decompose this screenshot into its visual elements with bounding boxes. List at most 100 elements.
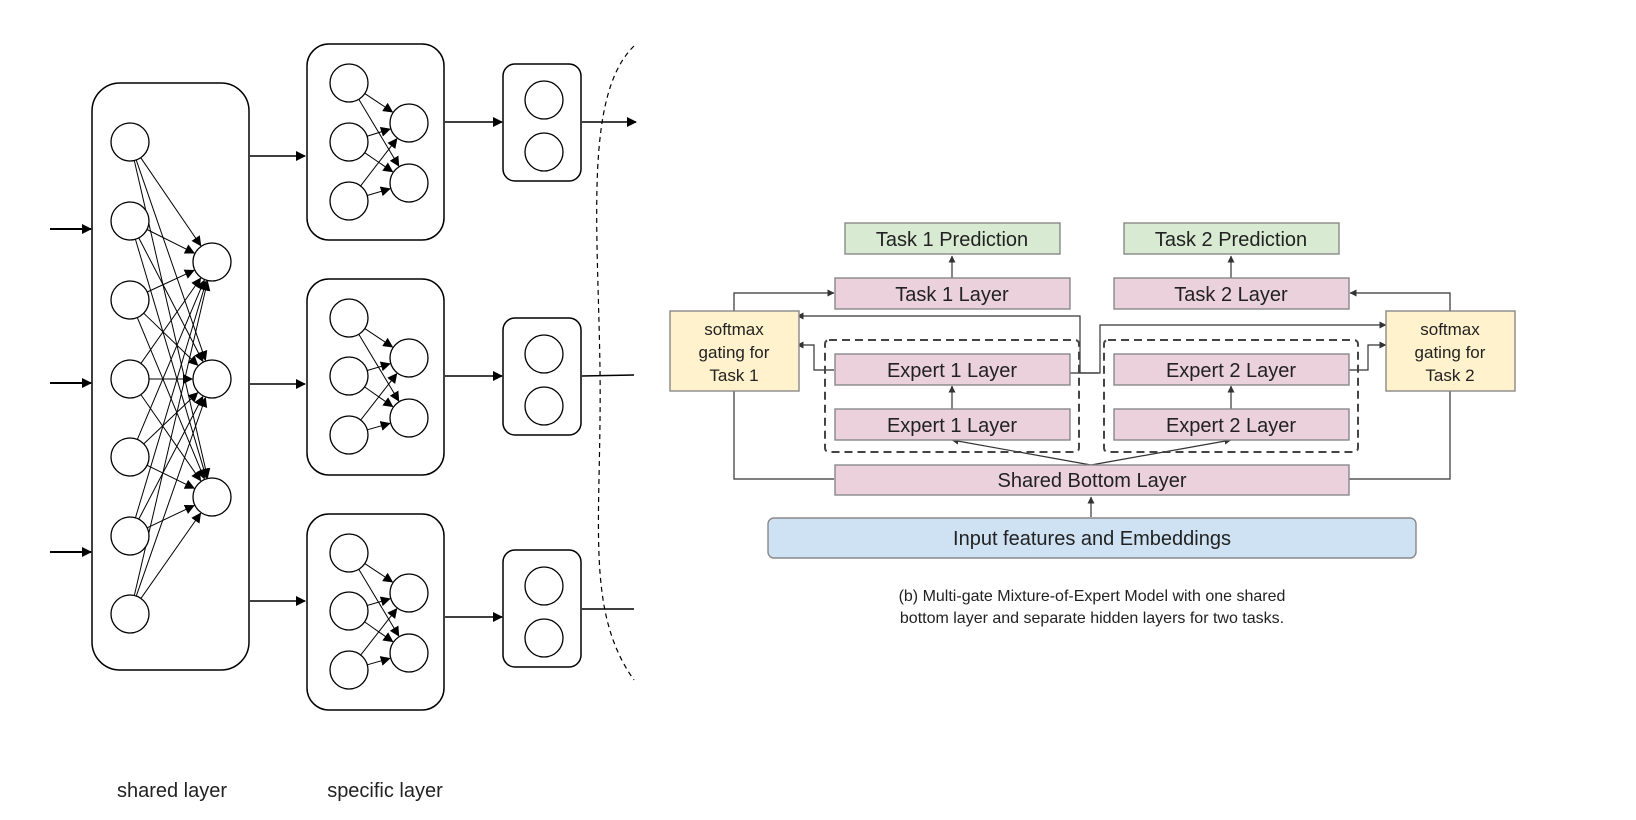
gate1-label-line3: Task 1 [709, 366, 758, 385]
output-node [524, 386, 564, 426]
output-node [524, 566, 564, 606]
specific-layer-3-hidden-node [389, 573, 429, 613]
specific-layer-1-input-node [329, 181, 369, 221]
network-edge [140, 277, 202, 364]
shared-to-expert1-arrow [951, 437, 1092, 466]
expert1-to-gate1-arrow [796, 341, 834, 371]
specific-layer-label: specific layer [327, 780, 443, 802]
gate2-label-line2: gating for [1415, 343, 1486, 362]
shared-layer-input-node [110, 122, 150, 162]
network-edge [138, 395, 204, 520]
network-edge [143, 392, 199, 445]
output-line [581, 374, 635, 377]
specific-layer-2-hidden-node [389, 338, 429, 378]
network-edge [360, 138, 398, 187]
input-features-box [767, 517, 1417, 559]
shared-layer-hidden-node [192, 477, 232, 517]
network-edge [136, 279, 206, 440]
task1-prediction-box [844, 222, 1061, 255]
output-node [524, 80, 564, 120]
shared-layer-input-node [110, 280, 150, 320]
expert2-to-gate2-arrow [1348, 341, 1387, 371]
task2-layer-box [1113, 277, 1350, 310]
network-edge [366, 126, 391, 137]
specific-layer-1-input-node [329, 122, 369, 162]
gate2-to-task2-arrow [1349, 289, 1451, 311]
task2-prediction-label: Task 2 Prediction [1155, 229, 1307, 251]
network-edge [364, 93, 394, 113]
shared-layer-input-node [110, 437, 150, 477]
figure-caption-line2: bottom layer and separate hidden layers … [900, 610, 1284, 627]
shared-to-gate2-line [1348, 391, 1451, 480]
specific-layer-2-input-node [329, 298, 369, 338]
expert2-top-label: Expert 2 Layer [1166, 360, 1296, 382]
gate1-to-task1-arrow [733, 289, 835, 311]
gate2-label-line1: softmax [1420, 320, 1480, 339]
network-edge [146, 464, 195, 489]
input-features-label: Input features and Embeddings [953, 528, 1231, 550]
gate2-box [1385, 310, 1516, 392]
network-edge [360, 372, 398, 421]
network-edge [367, 186, 391, 197]
expert2-bottom-box [1113, 408, 1350, 441]
shared-layer-input-node [110, 359, 150, 399]
shared-layer-input-node [110, 201, 150, 241]
specific-layer-1-hidden-node [389, 163, 429, 203]
expert2-bottom-label: Expert 2 Layer [1166, 415, 1296, 437]
network-edge [364, 563, 394, 583]
specific-layer-2-input-node [329, 415, 369, 455]
gate1-box [669, 310, 800, 392]
shared-layer-label: shared layer [117, 780, 227, 802]
network-edge [367, 361, 391, 372]
network-edge [146, 229, 196, 254]
shared-bottom-label: Shared Bottom Layer [998, 470, 1187, 492]
gate1-label-line2: gating for [699, 343, 770, 362]
network-edge [367, 656, 391, 666]
expert1-bottom-box [834, 408, 1071, 441]
network-edge [364, 328, 394, 348]
network-edge [138, 237, 204, 363]
expert1-top-label: Expert 1 Layer [887, 360, 1017, 382]
specific-layer-3-input-node [329, 591, 369, 631]
output-layer-container [502, 549, 582, 668]
expert1-to-gate2-arrow [1070, 321, 1387, 374]
network-edge [134, 239, 209, 479]
network-edge [360, 607, 398, 656]
gate2-label-line3: Task 2 [1425, 366, 1474, 385]
network-edge [143, 312, 199, 366]
network-edge [140, 157, 202, 247]
expert1-bottom-label: Expert 1 Layer [887, 415, 1017, 437]
left-network-diagram: shared layer specific layer [50, 43, 637, 802]
shared-layer-hidden-node [192, 242, 232, 282]
specific-layer-container [306, 513, 445, 711]
output-node [524, 132, 564, 172]
left-network-nodes [110, 63, 564, 690]
network-edge [133, 280, 211, 596]
task1-layer-label: Task 1 Layer [895, 284, 1009, 306]
task2-layer-label: Task 2 Layer [1174, 284, 1288, 306]
network-edge [147, 269, 195, 293]
expert2-group-dashed [1103, 339, 1359, 453]
specific-layer-2-input-node [329, 356, 369, 396]
task2-prediction-box [1123, 222, 1340, 255]
output-node [524, 618, 564, 658]
shared-bottom-box [834, 464, 1350, 496]
network-edge [140, 512, 202, 599]
specific-layer-1-input-node [329, 63, 369, 103]
specific-layer-3-input-node [329, 650, 369, 690]
output-node [524, 334, 564, 374]
network-edge [367, 421, 391, 431]
shared-layer-input-node [110, 516, 150, 556]
shared-layer-container [91, 82, 250, 671]
network-edge [367, 596, 391, 607]
output-layer-container [502, 317, 582, 436]
figure-caption-line1: (b) Multi-gate Mixture-of-Expert Model w… [899, 588, 1286, 605]
task1-layer-box [834, 277, 1071, 310]
specific-layer-1-hidden-node [389, 103, 429, 143]
shared-to-gate1-line [733, 391, 834, 480]
network-edge [135, 159, 208, 362]
network-edge [134, 280, 209, 518]
dashed-boundary-arc [596, 45, 635, 681]
specific-layer-2-hidden-node [389, 398, 429, 438]
